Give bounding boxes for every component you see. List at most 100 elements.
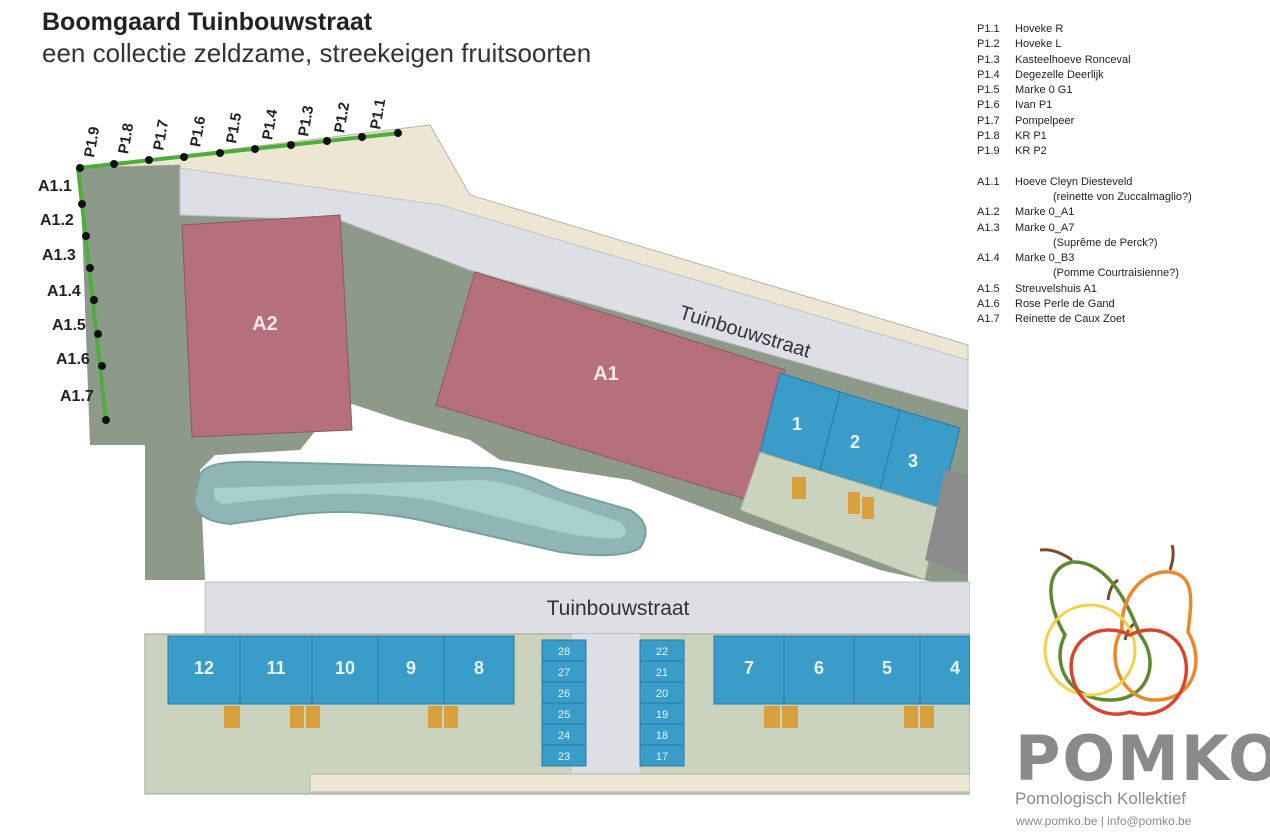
plot-label-10: 10 xyxy=(335,658,355,678)
legend-code: P1.2 xyxy=(977,38,1000,51)
tree-marker xyxy=(394,129,402,137)
shed xyxy=(224,706,240,728)
legend-item: P1.7 Pompelpeer xyxy=(977,114,1192,129)
plot-8 xyxy=(443,635,515,705)
shed xyxy=(764,706,780,728)
plot-label-27: 27 xyxy=(558,667,570,679)
tree-marker xyxy=(216,149,224,157)
legend-name: Degezelle Deerlijk xyxy=(1015,68,1104,81)
shed xyxy=(306,706,320,728)
a-row-line xyxy=(76,167,108,421)
a-point-label: A1.5 xyxy=(52,317,86,334)
tree-marker xyxy=(110,160,118,168)
page-subtitle: een collectie zeldzame, streekeigen frui… xyxy=(42,38,592,68)
bottom-street xyxy=(204,581,970,635)
legend-name: KR P1 xyxy=(1015,130,1047,143)
plot-label-25: 25 xyxy=(558,709,570,721)
a-point-label: A1.1 xyxy=(38,178,72,195)
legend-name: Marke 0_A1 xyxy=(1015,206,1075,219)
a-point-label: A1.3 xyxy=(42,247,76,264)
legend-name: Hoeve Cleyn Diesteveld xyxy=(1015,175,1133,188)
legend-code: P1.3 xyxy=(977,53,1000,66)
plot-label-2: 2 xyxy=(850,432,860,452)
plot-label-8: 8 xyxy=(474,658,484,678)
top-gardens xyxy=(739,451,941,581)
legend-note: (Suprême de Perck?) xyxy=(1053,236,1158,249)
a-point-label: A1.7 xyxy=(60,388,94,405)
legend-name: Marke 0_A7 xyxy=(1015,221,1075,234)
shed xyxy=(920,706,934,728)
logo-apple-red xyxy=(1069,628,1189,716)
plot-label-5: 5 xyxy=(882,658,892,678)
legend-code: A1.4 xyxy=(977,252,1000,265)
tree-marker xyxy=(90,296,98,304)
logo-wordmark: POMKO xyxy=(1015,722,1270,795)
legend-name: Hoveke R xyxy=(1015,23,1064,35)
zone-a2 xyxy=(181,214,353,438)
legend-name: Pompelpeer xyxy=(1015,114,1075,127)
p-point-label: P1.1 xyxy=(367,97,389,130)
pomko-logo-icon xyxy=(1039,544,1198,716)
legend-code: P1.9 xyxy=(977,145,1000,158)
plot-label-22: 22 xyxy=(656,646,668,658)
shed xyxy=(428,706,442,728)
plot-label-17: 17 xyxy=(656,751,668,763)
plot-label-4: 4 xyxy=(950,658,960,678)
plot-label-20: 20 xyxy=(656,688,668,700)
a-point-label: A1.6 xyxy=(56,351,90,368)
tree-marker xyxy=(94,330,102,338)
plot-9 xyxy=(377,635,445,705)
shed xyxy=(792,477,806,499)
pond-inner xyxy=(213,480,626,539)
tree-marker xyxy=(251,145,259,153)
legend-item: P1.2 Hoveke L xyxy=(977,37,1192,52)
zone-a1-label: A1 xyxy=(593,363,619,385)
logo-contact[interactable]: www.pomko.be | info@pomko.be xyxy=(1016,814,1192,828)
shed xyxy=(848,492,860,514)
legend-code: A1.6 xyxy=(977,298,1000,311)
legend-name: Marke 0 G1 xyxy=(1015,84,1073,97)
legend-name: Kasteelhoeve Ronceval xyxy=(1015,53,1131,66)
a-point-label: A1.4 xyxy=(47,283,81,300)
p-point-label: P1.8 xyxy=(115,122,137,155)
street-label-bottom: Tuinbouwstraat xyxy=(547,597,690,620)
plot-label-18: 18 xyxy=(656,730,668,742)
plot-7 xyxy=(713,635,785,705)
tree-marker xyxy=(102,416,110,424)
plot-5 xyxy=(853,635,921,705)
top-street xyxy=(179,167,969,411)
p-point-label: P1.2 xyxy=(331,101,353,134)
plot-label-7: 7 xyxy=(744,658,754,678)
shed xyxy=(782,706,798,728)
logo-stem xyxy=(1106,578,1119,601)
plot-label-24: 24 xyxy=(558,730,570,742)
legend-name: Ivan P1 xyxy=(1015,99,1053,112)
legend-item: P1.5 Marke 0 G1 xyxy=(977,83,1192,98)
tree-marker xyxy=(145,156,153,164)
plot-label-23: 23 xyxy=(558,751,570,763)
legend-code: A1.7 xyxy=(977,313,1000,326)
legend-name: Hoveke L xyxy=(1015,38,1062,51)
tree-marker xyxy=(180,153,188,161)
bottom-path xyxy=(309,773,970,793)
plot-6 xyxy=(783,635,855,705)
legend-code: P1.5 xyxy=(977,84,1000,97)
shed xyxy=(862,497,874,519)
legend-code: P1.7 xyxy=(977,114,1000,127)
legend-note: (Pomme Courtraisienne?) xyxy=(1053,267,1179,280)
title-block: Boomgaard Tuinbouwstraat een collectie z… xyxy=(42,6,591,68)
